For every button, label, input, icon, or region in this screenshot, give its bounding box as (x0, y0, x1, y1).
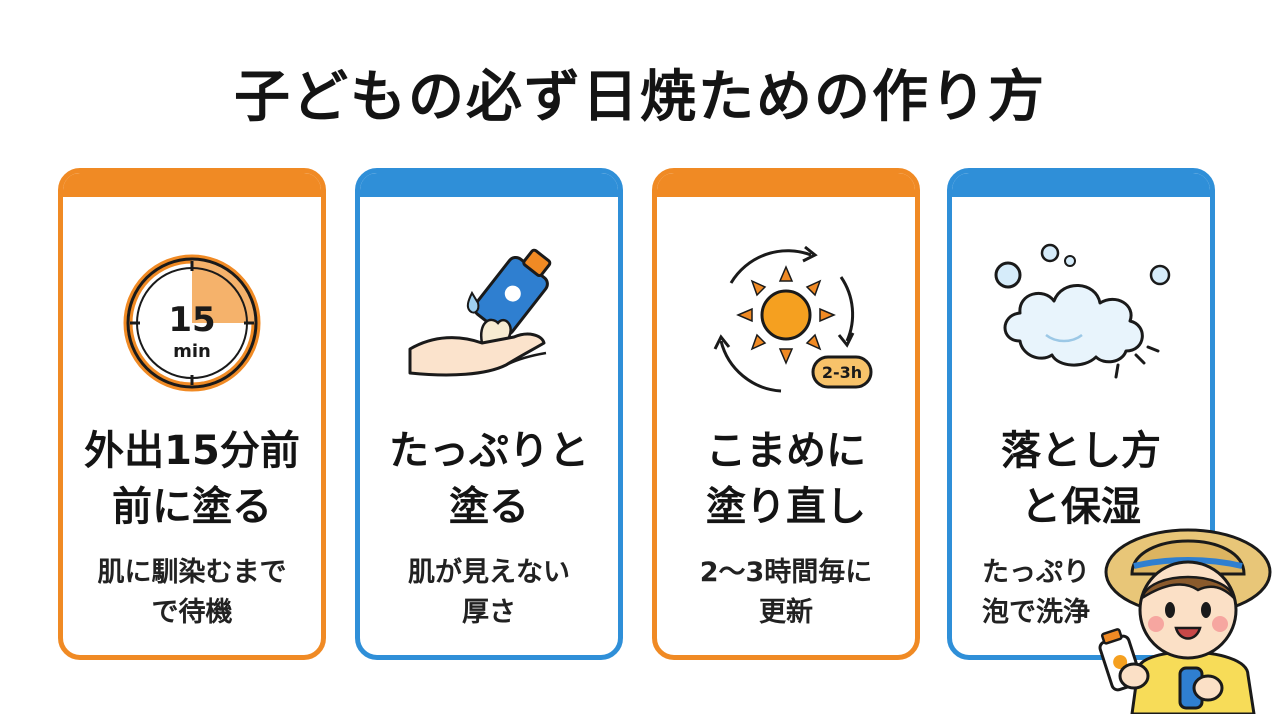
card-apply-before-going-out: 15 min 外出15分前 前に塗る 肌に馴染むまで で待機 (58, 168, 326, 660)
card-subtext-line2: で待機 (151, 597, 233, 628)
card-subtext-line1: 肌が見えない (408, 557, 570, 588)
card-subtext-line2: 厚さ (462, 597, 516, 628)
card-subtext-line2: 泡で洗浄 (982, 597, 1090, 628)
card-heading-line1: こまめに (706, 428, 866, 474)
card-heading-line2: 塗り直し (706, 484, 866, 530)
sun-cycle-icon: 2-3h (713, 245, 873, 393)
card-remove-and-moisturize: 落とし方 と保湿 たっぷり 泡で洗浄 (947, 168, 1215, 660)
card-subtext-line1: 2〜3時間毎に (699, 557, 873, 588)
card-subtext: たっぷり 泡で洗浄 (952, 553, 1210, 633)
card-subtext-line1: たっぷり (982, 557, 1090, 588)
foam-bubbles-icon (994, 243, 1171, 379)
card-heading: 落とし方 と保湿 (952, 423, 1210, 535)
card-heading-line2: 塗る (449, 484, 529, 530)
card-heading: こまめに 塗り直し (657, 423, 915, 535)
sunscreen-hand-icon (408, 248, 552, 377)
card-heading-line1: たっぷりと (389, 428, 589, 474)
card-apply-generously: たっぷりと 塗る 肌が見えない 厚さ (355, 168, 623, 660)
card-subtext: 肌が見えない 厚さ (360, 553, 618, 633)
card-heading: 外出15分前 前に塗る (63, 423, 321, 535)
card-heading: たっぷりと 塗る (360, 423, 618, 535)
card-subtext-line2: 更新 (759, 597, 813, 628)
card-subtext: 肌に馴染むまで で待機 (63, 553, 321, 633)
child-mascot-icon (1098, 528, 1272, 714)
card-header-band (63, 173, 321, 197)
timer-icon: 15 min (123, 254, 261, 392)
interval-badge: 2-3h (822, 363, 862, 382)
timer-number: 15 (168, 300, 215, 340)
card-heading-line2: 前に塗る (112, 484, 272, 530)
card-heading-line1: 外出15分前 (84, 428, 300, 474)
card-heading-line1: 落とし方 (1001, 428, 1161, 474)
card-header-band (657, 173, 915, 197)
page-title: 子どもの必ず日焼ための作り方 (234, 65, 1046, 130)
card-subtext-line1: 肌に馴染むまで (97, 557, 287, 588)
card-header-band (360, 173, 618, 197)
card-subtext: 2〜3時間毎に 更新 (657, 553, 915, 633)
card-reapply-often: 2-3h こまめに 塗り直し 2〜3時間毎に 更新 (652, 168, 920, 660)
card-header-band (952, 173, 1210, 197)
timer-unit: min (173, 341, 211, 362)
card-heading-line2: と保湿 (1021, 484, 1141, 530)
